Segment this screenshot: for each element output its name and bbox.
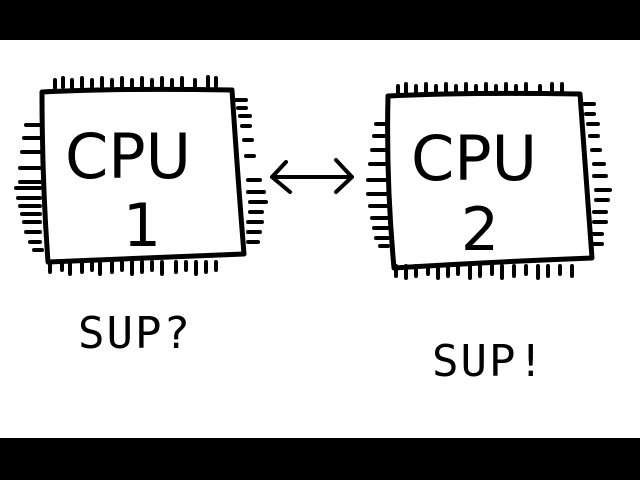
diagram-svg: CPU 1 CPU 2: [14, 75, 612, 280]
letterbox-top: [0, 0, 640, 40]
cpu-chip-1: [14, 75, 354, 276]
cpu-chip-1-number: 1: [123, 191, 161, 261]
diagram-canvas: CPU 1 CPU 2 SUP? SUP!: [0, 40, 640, 438]
cpu-chip-2-number: 2: [461, 195, 499, 265]
cpu-2-message: SUP!: [432, 336, 546, 387]
cpu-chip-2-pins-bottom: [394, 264, 574, 280]
cpu-chip-1-pins-left: [14, 123, 44, 252]
cpu-chip-2-title: CPU: [411, 122, 537, 195]
cpu-chip-1-pins-right: [234, 98, 268, 244]
letterbox-bottom: [0, 438, 640, 480]
cpu-chip-2: [366, 82, 612, 280]
cpu-chip-2-pins-left: [366, 122, 390, 248]
cpu-chip-1-pins-top: [53, 75, 218, 90]
cpu-chip-1-pins-bottom: [48, 260, 218, 276]
cpu-chip-2-body: [385, 90, 595, 271]
cpu-1-message: SUP?: [78, 308, 192, 359]
cpu-chip-2-pins-top: [396, 82, 564, 96]
bidirectional-arrow: [270, 158, 354, 194]
cpu-chip-1-title: CPU: [65, 120, 191, 193]
cpu-chip-2-pins-right: [582, 102, 612, 246]
cpu-chip-1-body: [39, 86, 247, 265]
